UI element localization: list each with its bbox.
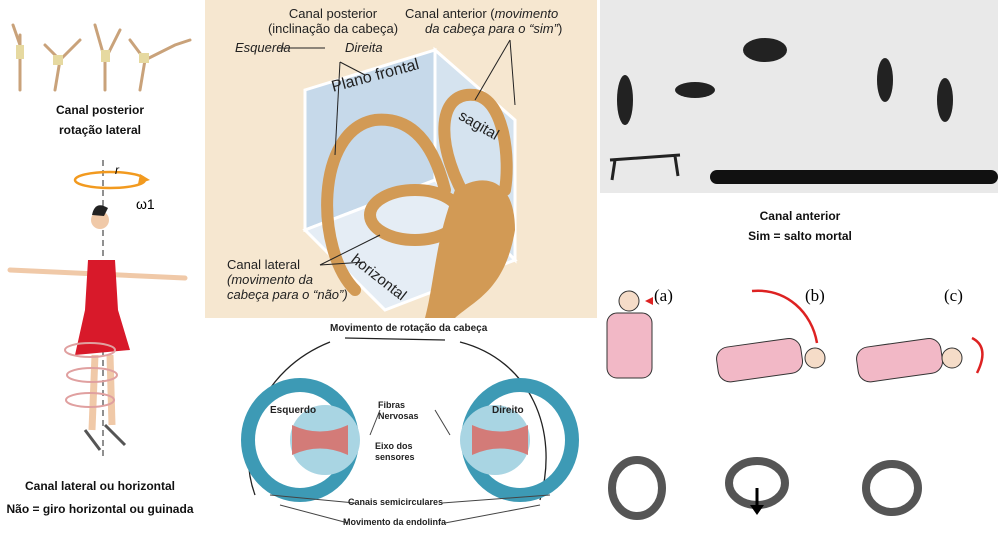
right-word: Direita [345, 40, 383, 55]
gymnasts-illustration [5, 5, 195, 95]
posterior-desc: (inclinação da cabeça) [267, 21, 399, 36]
lateral-caption-title: Canal lateral ou horizontal [24, 479, 176, 493]
endolymph-label: Movimento da endolinfa [343, 517, 447, 527]
anterior-label: Canal anterior ( [405, 6, 495, 21]
lateral-caption-sub: Não = giro horizontal ou guinada [6, 502, 194, 516]
lateral-desc-2: cabeça para o “não”) [227, 287, 348, 302]
panel-c-label: (c) [944, 286, 963, 305]
left-word: Esquerda [235, 40, 291, 55]
nerve-fibers-label: Fibras Nervosas [378, 400, 419, 421]
endolymph-rotation-diagram: Movimento de rotação da cabeça Esquerdo … [230, 320, 590, 531]
head-position-panels: (a) (b) (c) [597, 283, 998, 531]
panel-b-label: (b) [805, 286, 825, 305]
anterior-caption-title: Canal anterior [759, 209, 841, 223]
anterior-desc-1: movimento [494, 6, 559, 21]
semicircular-canals-planes-diagram: Canal posterior (inclinação da cabeça) E… [205, 0, 597, 318]
panel-a-label: (a) [654, 286, 673, 305]
omega-label: ω1 [136, 196, 155, 212]
left-side-label: Esquerdo [270, 405, 317, 416]
somersault-photo [600, 0, 998, 193]
posterior-caption-sub: rotação lateral [58, 123, 142, 137]
anterior-caption-sub: Sim = salto mortal [748, 229, 852, 243]
lateral-label: Canal lateral [227, 257, 300, 272]
axis-label: r [115, 163, 119, 177]
rotation-title: Movimento de rotação da cabeça [330, 323, 488, 334]
canals-label: Canais semicirculares [348, 497, 444, 507]
anterior-close: ) [557, 21, 563, 36]
skater-illustration [0, 160, 200, 470]
anterior-desc-2: da cabeça para o “sim” [425, 21, 558, 36]
right-side-label: Direito [492, 405, 524, 416]
posterior-label: Canal posterior [288, 6, 378, 21]
lateral-desc-1: (movimento da [227, 272, 313, 287]
posterior-caption-title: Canal posterior [55, 103, 145, 117]
sensor-axis-label: Eixo dos sensores [375, 441, 415, 462]
